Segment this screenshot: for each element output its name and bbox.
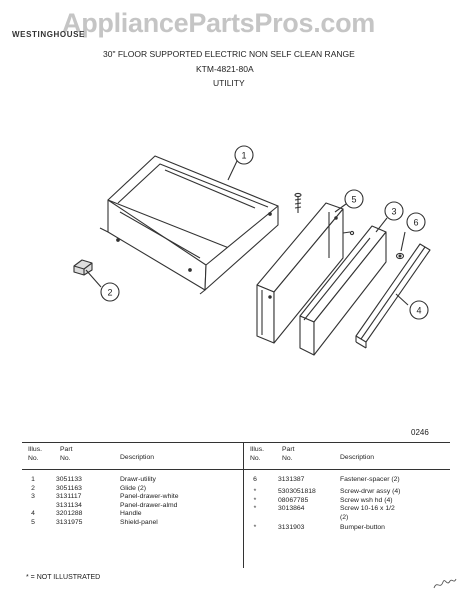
table-row: 3 3131117 Panel-drawer-white [28, 493, 228, 502]
part-no: 3131975 [56, 519, 83, 526]
illus-no: 5 [31, 519, 35, 526]
part-description: Screw-drwr assy (4) [340, 488, 401, 495]
part-no: 3131134 [56, 501, 82, 509]
header-description-left: Description [120, 454, 154, 461]
part-description: Screw 10-16 x 1/2 [340, 505, 395, 513]
part-no: 3013864 [278, 505, 305, 513]
table-row: * 3131903 Bumper-button [250, 524, 450, 533]
callout-3: 3 [391, 207, 396, 217]
fastener-spacer-part [395, 252, 405, 260]
handle-part [355, 243, 431, 349]
shield-panel-part [256, 202, 355, 344]
screw-part [294, 192, 302, 213]
part-description: Panel-drawer-almd [120, 501, 178, 509]
glide-part [73, 259, 93, 276]
part-description: Drawr-utility [120, 476, 156, 483]
part-description: Fastener-spacer (2) [340, 476, 400, 483]
parts-list-right: 6 3131387 Fastener-spacer (2) * 53030518… [250, 476, 450, 546]
table-row: 4 3201288 Handle [28, 510, 228, 519]
model-number: KTM-4821-80A [196, 64, 254, 74]
illus-no: * [253, 488, 257, 495]
exploded-view-diagram: 1 2 3 4 5 6 [73, 145, 431, 356]
illus-no: * [253, 524, 257, 531]
table-row: 2 3051163 Glide (2) [28, 485, 228, 494]
header-description-right: Description [340, 454, 374, 461]
part-no: 3051163 [56, 484, 82, 492]
brand-name: WESTINGHOUSE [12, 30, 85, 39]
parts-list-left: 1 3051133 Drawr-utility 2 3051163 Glide … [28, 476, 238, 536]
part-description: Screw wsh hd (4) [340, 496, 393, 504]
watermark: AppliancePartsPros.com [62, 8, 376, 38]
illus-no: 1 [31, 476, 35, 483]
header-part-no-left: Part No. [60, 446, 73, 462]
illus-no: * [253, 496, 257, 504]
part-no: 3131387 [278, 476, 305, 483]
model-description: 30" FLOOR SUPPORTED ELECTRIC NON SELF CL… [103, 49, 355, 59]
callout-2: 2 [107, 288, 112, 298]
table-column-divider [243, 442, 244, 568]
table-row: * 5303051818 Screw-drwr assy (4) [250, 488, 450, 497]
footnote-not-illustrated: * = NOT ILLUSTRATED [26, 574, 101, 581]
table-row: 1 3051133 Drawr-utility [28, 476, 228, 485]
part-no: 08067785 [278, 496, 309, 504]
callout-1: 1 [241, 151, 246, 161]
table-top-rule [22, 442, 450, 443]
header-illus-no-left: Illus. No. [28, 446, 42, 462]
table-row: * 3013864 Screw 10-16 x 1/2 [250, 505, 450, 514]
table-row: 6 3131387 Fastener-spacer (2) [250, 476, 450, 485]
header-illus-no-right: Illus. No. [250, 446, 264, 462]
drawer-panel-part [299, 225, 387, 356]
part-no: 3201288 [56, 510, 83, 518]
part-description: Shield-panel [120, 519, 158, 526]
drawer-utility-part [99, 155, 279, 295]
section-title: UTILITY [213, 78, 245, 88]
table-header-rule [22, 469, 450, 470]
table-row: * 08067785 Screw wsh hd (4) [250, 497, 450, 506]
handwritten-mark-icon [433, 578, 457, 589]
part-description: Glide (2) [120, 484, 147, 492]
illus-no: 4 [31, 510, 35, 518]
diagram-code: 0246 [411, 428, 429, 437]
illus-no: 2 [31, 484, 35, 492]
callout-4: 4 [416, 306, 421, 316]
callout-6: 6 [413, 218, 418, 228]
illus-no: 3 [31, 493, 35, 501]
part-no: 5303051818 [278, 488, 316, 495]
part-no: 3131117 [56, 493, 82, 501]
part-no: 3131903 [278, 524, 305, 531]
illus-no: * [253, 505, 257, 513]
part-description: Handle [120, 510, 142, 518]
part-description: Panel-drawer-white [120, 493, 179, 501]
part-description: (2) [340, 513, 349, 521]
part-description: Bumper-button [340, 524, 385, 531]
part-no: 3051133 [56, 476, 82, 483]
table-row: 3131134 Panel-drawer-almd [28, 502, 228, 511]
illus-no: 6 [253, 476, 257, 483]
table-row: 5 3131975 Shield-panel [28, 519, 228, 528]
header-part-no-right: Part No. [282, 446, 295, 462]
callout-5: 5 [351, 195, 356, 205]
table-row: (2) [250, 514, 450, 523]
